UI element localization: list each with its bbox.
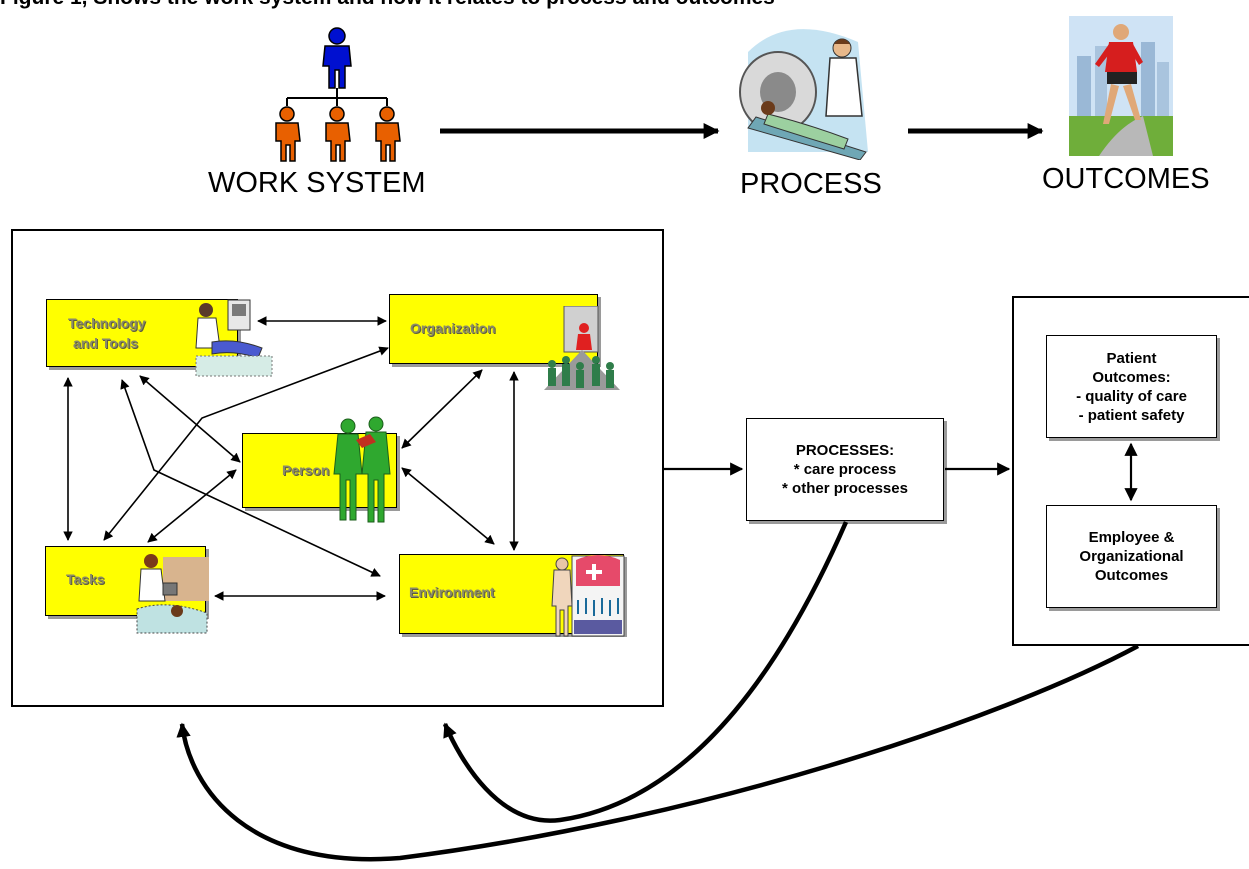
patient-outcomes-line-3: - quality of care [1076,387,1187,405]
process-label: PROCESS [740,168,882,200]
organization-label: Organization [410,320,496,336]
arrow-person-org [401,369,483,449]
tasks-label: Tasks [66,571,105,587]
arrow-tech-env [120,379,381,577]
feedback-processes-to-work [442,521,849,823]
employee-outcomes-line-2: Organizational [1079,548,1184,565]
feedback-outcomes-to-work [176,644,1140,862]
employee-outcomes-line-3: Outcomes [1094,567,1169,584]
processes-box: PROCESSES: * care process * other proces… [746,418,944,521]
organization-box [389,294,598,364]
patient-outcomes-line-2: Outcomes: [1092,368,1171,386]
technology-label-1: Technology [68,315,146,331]
processes-care: * care process [793,461,897,478]
outcomes-label: OUTCOMES [1042,163,1210,195]
org-hierarchy-icon [275,27,401,162]
processes-other: * other processes [782,480,908,497]
patient-outcomes-line-1: Patient [1106,349,1157,367]
arrow-tasks-org [103,346,389,541]
arrow-person-tasks [147,469,237,543]
employee-outcomes-line-1: Employee & [1088,529,1175,546]
arrow-tech-person [139,375,241,463]
work-system-label: WORK SYSTEM [208,167,426,199]
organization-clipart [544,306,620,390]
medical-scan-clipart [739,29,868,160]
processes-heading: PROCESSES: [795,442,895,459]
arrow-person-env [401,467,495,545]
figure-title: Figure 1, Shows the work system and how … [0,0,1249,10]
patient-outcomes-line-4: - patient safety [1078,406,1185,424]
environment-label: Environment [409,584,495,600]
environment-clipart [551,555,625,637]
runner-clipart [1069,16,1173,156]
employee-outcomes-box: Employee & Organizational Outcomes [1046,505,1217,608]
patient-outcomes-box: Patient Outcomes: - quality of care - pa… [1046,335,1217,438]
